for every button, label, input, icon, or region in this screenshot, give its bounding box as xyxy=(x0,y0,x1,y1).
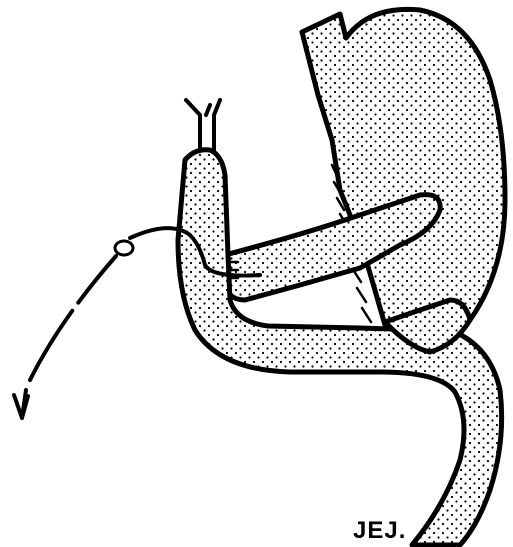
exit-arrow-line xyxy=(30,256,116,380)
catheter-cuff xyxy=(115,241,133,255)
y-connector xyxy=(186,100,220,150)
stomach xyxy=(302,9,505,350)
jejunum-label: JEJ. xyxy=(353,517,406,544)
exit-arrow-head xyxy=(14,390,28,418)
